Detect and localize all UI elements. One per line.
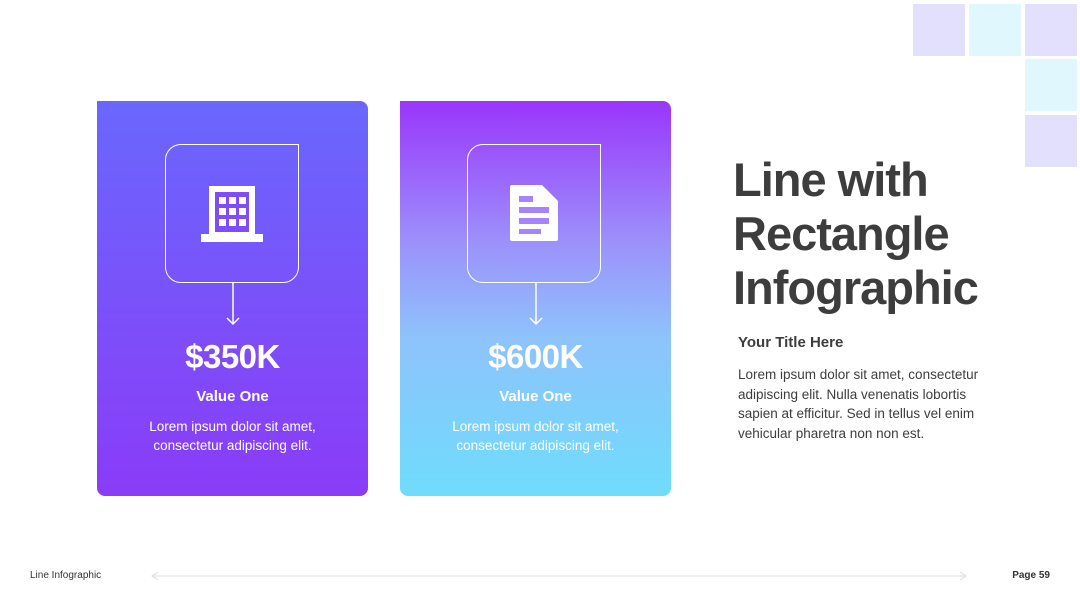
section-subtitle: Your Title Here (738, 334, 844, 351)
deco-square (1025, 59, 1077, 111)
card-value: $600K (488, 338, 583, 375)
deco-square (1025, 4, 1077, 56)
card-label: Value One (196, 388, 269, 405)
connector-arrow (529, 283, 543, 326)
deco-square (1025, 115, 1077, 167)
deco-square (913, 4, 965, 56)
deco-square (969, 4, 1021, 56)
icon-frame (467, 144, 601, 283)
footer-double-arrow-line (151, 571, 967, 581)
value-card-2: $600K Value One Lorem ipsum dolor sit am… (400, 101, 671, 496)
icon-frame (165, 144, 299, 283)
page-number: Page 59 (1012, 570, 1050, 581)
connector-arrow (226, 283, 240, 326)
card-description: Lorem ipsum dolor sit amet, consectetur … (452, 419, 619, 453)
card-label: Value One (499, 388, 572, 405)
building-icon (201, 185, 263, 242)
body-text: Lorem ipsum dolor sit amet, consectetur … (738, 367, 979, 441)
page-title: Line with Rectangle Infographic (733, 153, 979, 314)
document-icon (510, 184, 558, 241)
card-description: Lorem ipsum dolor sit amet, consectetur … (149, 419, 316, 453)
footer-section-name: Line Infographic (30, 570, 102, 581)
value-card-1: $350K Value One Lorem ipsum dolor sit am… (97, 101, 368, 496)
card-value: $350K (185, 338, 280, 375)
